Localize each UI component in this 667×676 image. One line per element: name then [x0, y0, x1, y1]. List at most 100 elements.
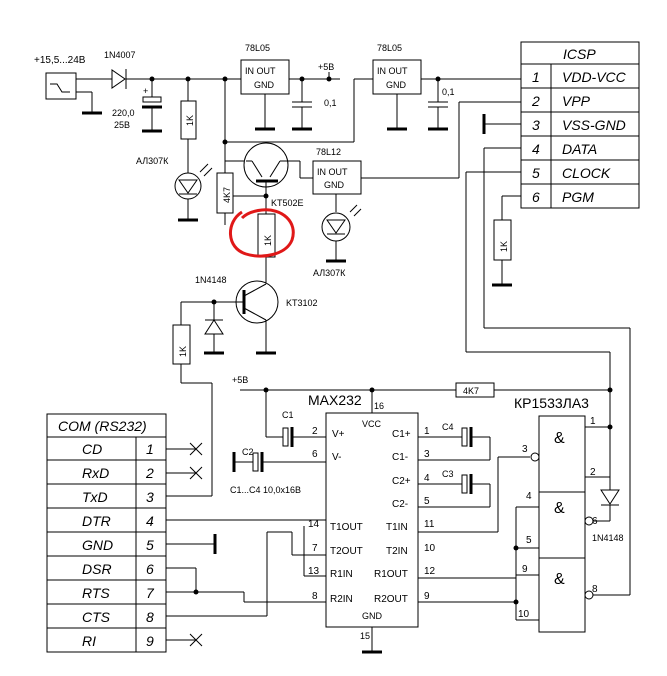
cap-c4-label: C4: [442, 422, 454, 432]
reg3-gnd: GND: [324, 180, 345, 190]
reg2-in-out: IN OUT: [377, 66, 408, 76]
led2: АЛ307К: [313, 204, 362, 278]
gate-1: [538, 415, 586, 493]
max232-vminus: V-: [332, 452, 341, 463]
max232-pin14: 14: [308, 519, 320, 530]
max232-gnd: GND: [362, 611, 383, 621]
com-pin-ri: RI: [82, 633, 96, 649]
com-pin-5: 5: [146, 537, 154, 553]
regulator-78l12: 78L12 IN OUT GND: [312, 101, 521, 212]
reg3-label: 78L12: [316, 147, 341, 157]
diode-1n4148-b: 1N4148: [592, 489, 624, 543]
max232-pin11: 11: [424, 519, 435, 530]
max232-vcc: VCC: [362, 419, 382, 429]
reg2-gnd: GND: [386, 80, 407, 90]
max232-r1out: R1OUT: [374, 569, 408, 580]
transistor-kt502e: KT502E: [243, 142, 313, 214]
transistor2-label: KT3102: [286, 298, 318, 308]
transistor-kt3102: KT3102 1N4148: [181, 275, 318, 355]
cap-b-label: 0,1: [442, 87, 455, 97]
cap-c2-label: C2: [242, 447, 254, 457]
max232-pin6: 6: [312, 449, 318, 460]
cap-value-label: 220,0: [112, 108, 135, 118]
reg2-label: 78L05: [377, 43, 402, 53]
resistor-1k-d: 1K: [492, 219, 512, 287]
led1-branch: 1K АЛ307К: [136, 79, 213, 222]
gate-1-and: &: [554, 430, 565, 447]
logic-title: КР1533ЛА3: [514, 395, 589, 411]
dc-source-box: [45, 72, 77, 100]
com-pin-4: 4: [146, 513, 154, 529]
resistor-1k-b: 1K: [257, 213, 276, 284]
diode-1n4148-b-label: 1N4148: [592, 533, 624, 543]
cap-c3-label: C3: [442, 469, 454, 479]
com-pin-1: 1: [146, 441, 154, 457]
regulator-78l05-b: 78L05 IN OUT GND: [372, 43, 422, 131]
input-voltage-label: +15,5...24В: [34, 55, 86, 66]
diode-1n4148-a: [204, 302, 224, 355]
r-1k-c-label: 1K: [178, 346, 188, 357]
r-4k7-label: 4K7: [222, 187, 232, 203]
icsp-pin-2-name: VPP: [562, 93, 591, 109]
icsp-connector: ICSP 1 VDD-VCC 2 VPP 3 VSS-GND 4 DATA 5 …: [520, 41, 640, 209]
max232-t2in: T2IN: [386, 546, 408, 557]
com-pin-rxd: RxD: [82, 465, 109, 481]
cap-c1-label: C1: [282, 410, 294, 420]
max232-t1out: T1OUT: [330, 522, 363, 533]
reg1-label: 78L05: [245, 43, 270, 53]
com-pin-dsr: DSR: [82, 561, 112, 577]
max232-title: MAX232: [308, 392, 362, 408]
led2-label: АЛ307К: [313, 268, 346, 278]
cap-220uf: + 220,0 25В: [112, 79, 162, 133]
gate-3-and: &: [554, 571, 565, 588]
led1-label: АЛ307К: [136, 156, 169, 166]
max232-c2plus: C2+: [392, 476, 411, 487]
max232-pin5: 5: [424, 496, 430, 507]
gate-1-inv-input: [530, 452, 540, 462]
max232-pin7: 7: [312, 543, 318, 554]
logic-pin-9: 9: [522, 564, 528, 575]
cap-0-1-a: 0,1: [292, 79, 337, 131]
icsp-pin-4-name: DATA: [562, 141, 597, 157]
r-1k-b-label: 1K: [263, 235, 273, 246]
gate-3: [538, 557, 586, 633]
reg3-in-out: IN OUT: [317, 167, 348, 177]
max232-pin13: 13: [308, 566, 320, 577]
cap-a-label: 0,1: [324, 98, 337, 108]
max232-plus5: +5В: [232, 375, 248, 385]
cap-voltage-label: 25В: [114, 120, 130, 130]
max232-pin8: 8: [312, 591, 318, 602]
resistor-4k7: 4K7: [216, 172, 234, 225]
max232-r2in: R2IN: [330, 594, 353, 605]
icsp-title: ICSP: [563, 46, 596, 62]
max232-pin15: 15: [360, 631, 370, 641]
com-pin-6: 6: [146, 561, 154, 577]
svg-text:+: +: [143, 86, 148, 96]
r-1k-d-label: 1K: [499, 241, 509, 252]
max232-pin2: 2: [312, 426, 318, 437]
max232-pin4: 4: [424, 473, 430, 484]
max232-pin12: 12: [424, 566, 436, 577]
com-pin-dtr: DTR: [82, 513, 111, 529]
icsp-pin-6-num: 6: [532, 189, 540, 205]
icsp-pin-1-num: 1: [532, 69, 540, 85]
resistor-1k-c: 1K: [166, 302, 213, 497]
com-pin-8: 8: [146, 609, 154, 625]
max232-chip: MAX232 16 VCC GND 15 +5В V+ 2 V- 6 T1OUT…: [232, 375, 456, 654]
icsp-pin-2-num: 2: [531, 93, 540, 109]
max232-r1in: R1IN: [330, 569, 353, 580]
max232-pin9: 9: [424, 591, 430, 602]
com-pin-cts: CTS: [82, 609, 111, 625]
com-pin-7: 7: [146, 585, 155, 601]
max232-pin16: 16: [374, 401, 384, 411]
com-pin-9: 9: [146, 633, 154, 649]
logic-pin-1: 1: [590, 416, 596, 427]
power-input: +15,5...24В: [34, 55, 112, 115]
max232-pin3: 3: [424, 449, 430, 460]
max232-c2minus: C2-: [392, 499, 408, 510]
transistor1-label: KT502E: [271, 198, 304, 208]
max232-r2out: R2OUT: [374, 594, 408, 605]
max232-pin10: 10: [424, 543, 436, 554]
logic-pin-4: 4: [526, 491, 532, 502]
